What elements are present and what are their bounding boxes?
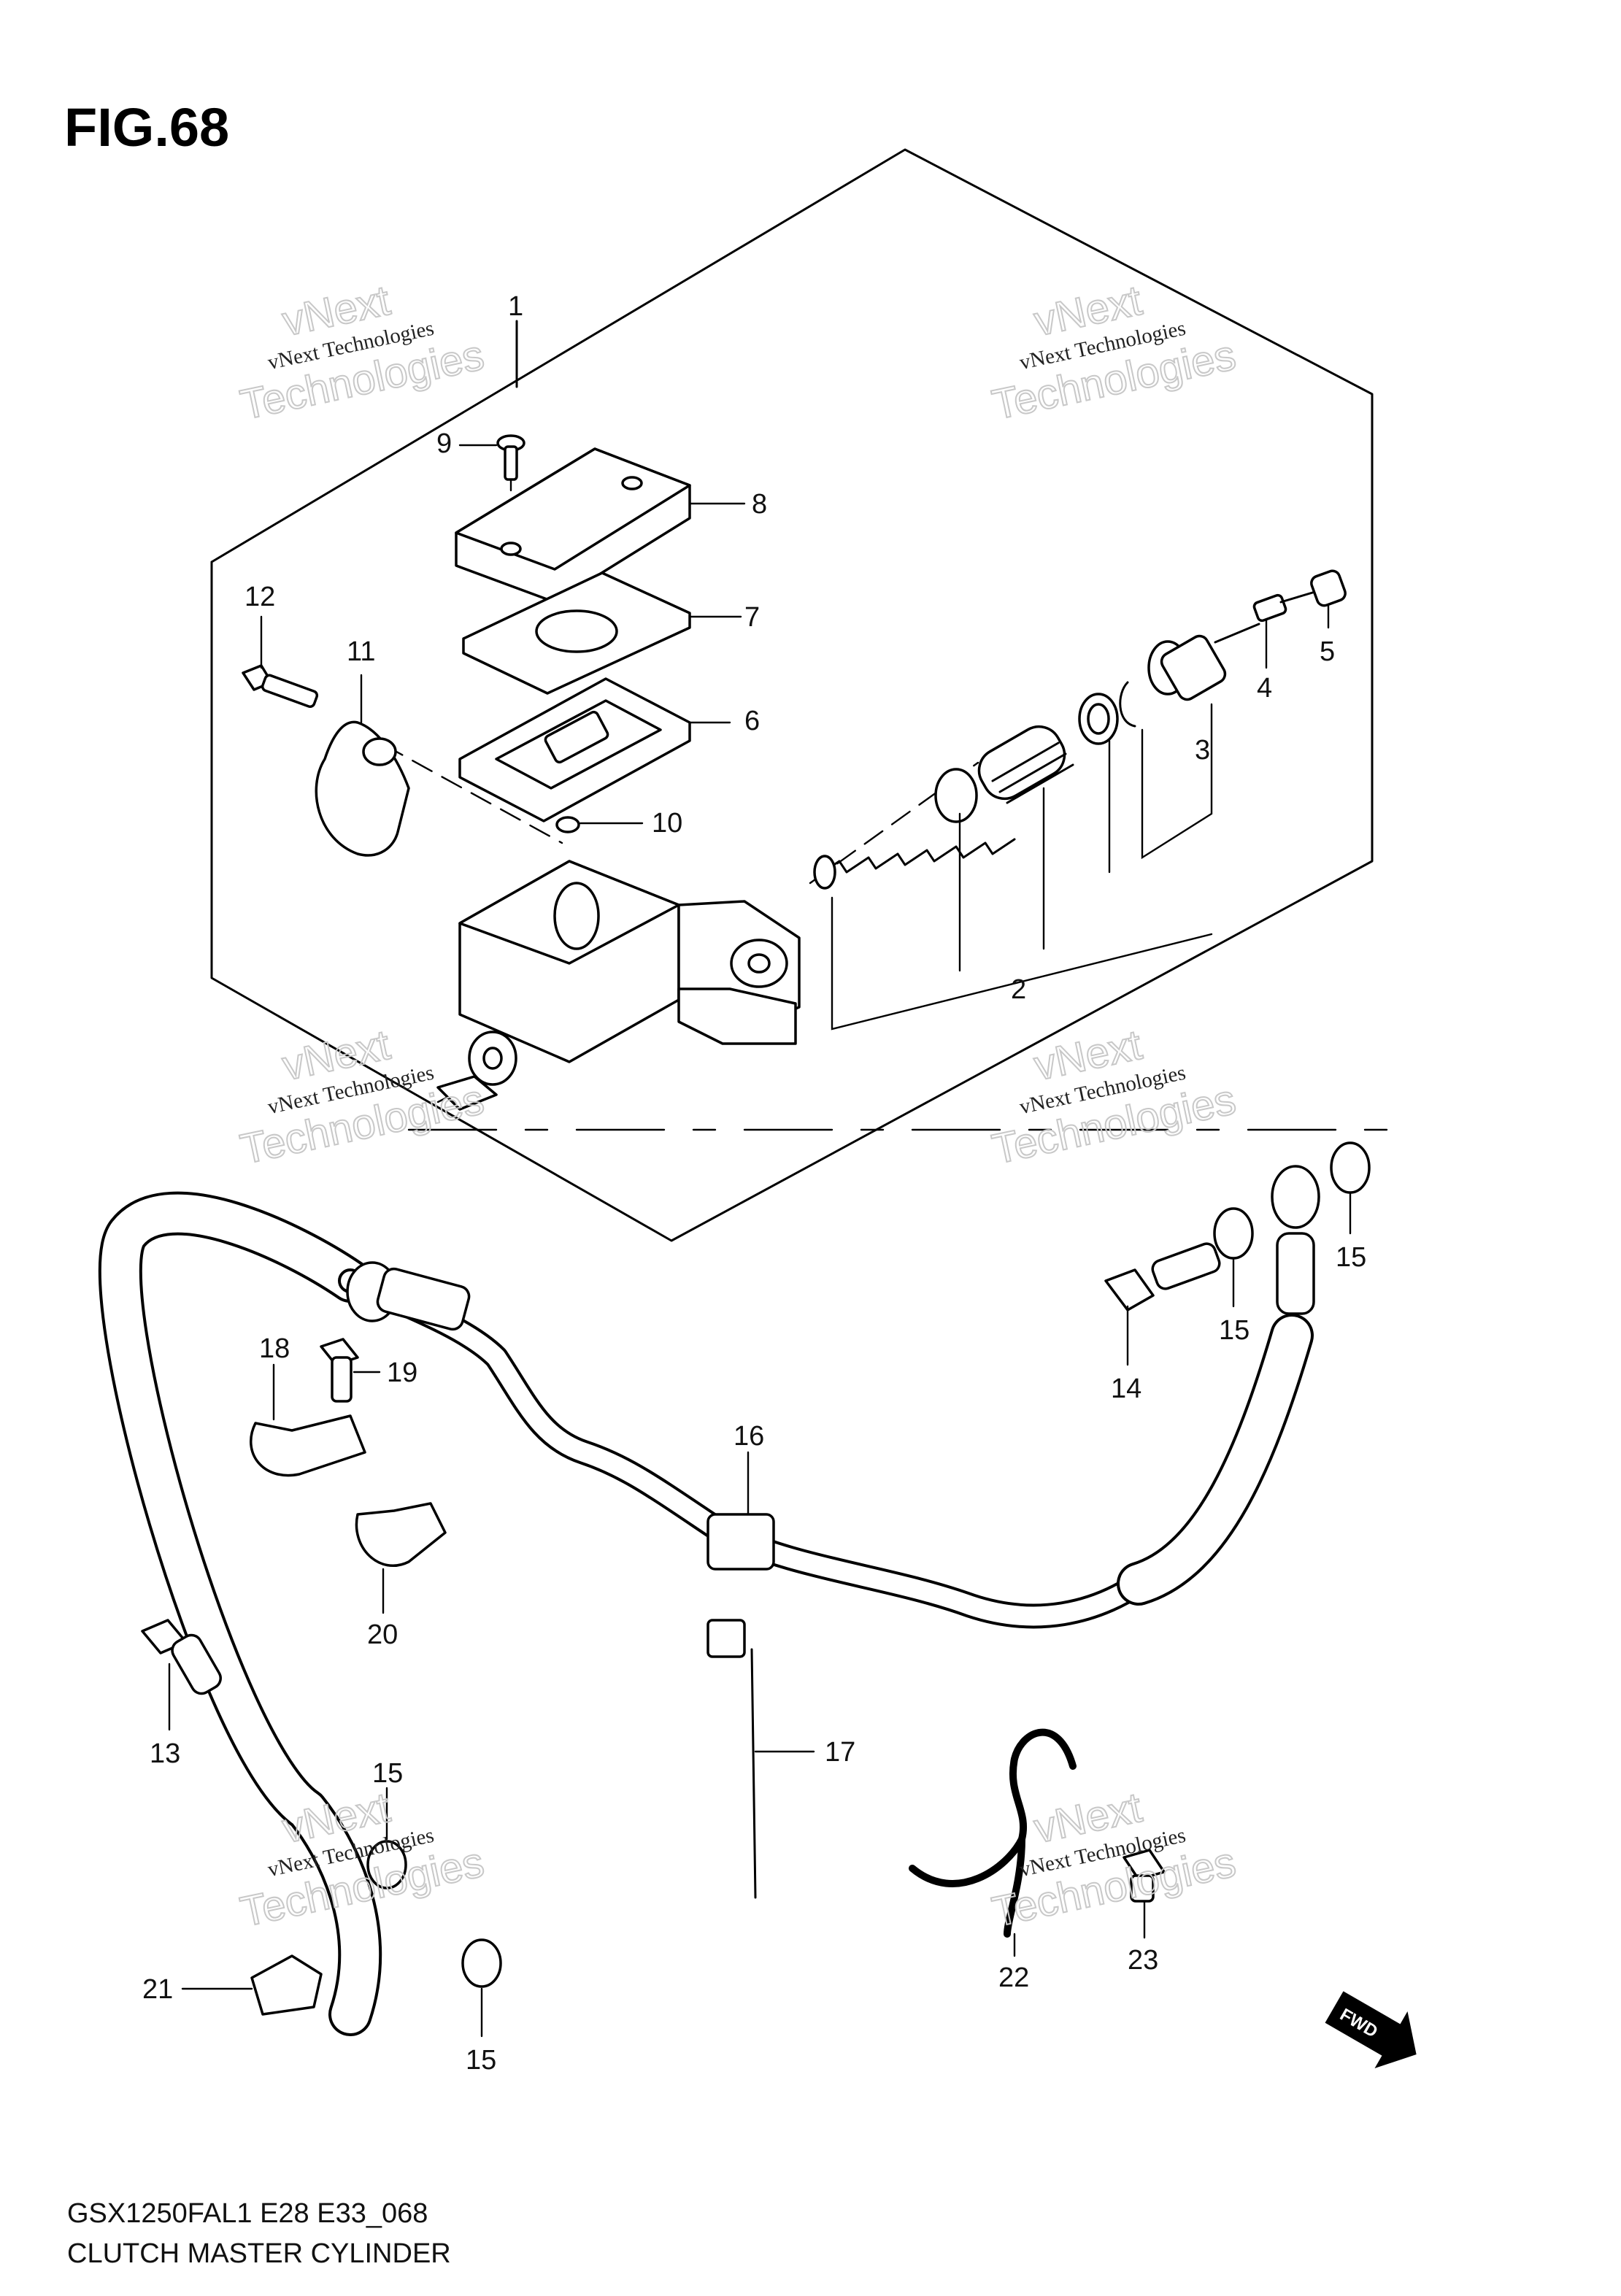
part-15-washer-1 (1213, 1207, 1254, 1260)
callout-14: 14 (1111, 1374, 1141, 1404)
part-16-hose-junction (338, 1261, 1151, 1629)
callout-11: 11 (347, 636, 375, 667)
part-8-reservoir-cap (455, 447, 691, 604)
part-12-clamp-bolt (242, 664, 319, 709)
part-6-diaphragm (458, 677, 691, 823)
callout-21: 21 (142, 1974, 173, 2005)
part-4-push-rod (1214, 590, 1319, 644)
callout-13: 13 (150, 1738, 180, 1769)
part-13-clutch-hose (98, 1191, 382, 2036)
part-5-rod-end (1310, 569, 1347, 607)
callout-12: 12 (245, 582, 275, 612)
part-15-washer-2 (1330, 1141, 1371, 1194)
callout-6: 6 (744, 706, 760, 736)
callout-9: 9 (436, 428, 452, 459)
master-cylinder-body (436, 860, 801, 1111)
watermark-2: vNext Technologies vNext Technologies (987, 276, 1241, 430)
part-2-piston-set (813, 693, 1119, 890)
part-18-clamp (250, 1414, 366, 1477)
part-21-clip (250, 1954, 323, 2016)
callout-16: 16 (734, 1421, 764, 1452)
part-15-washer-4 (461, 1938, 502, 1988)
part-22-wire-guide (909, 1728, 1077, 1938)
assembly-outline (210, 148, 1374, 1242)
part-11-handlebar-clamp (315, 720, 410, 857)
figure-caption: CLUTCH MASTER CYLINDER (67, 2238, 451, 2269)
callout-23: 23 (1128, 1945, 1158, 1976)
callout-19: 19 (387, 1357, 417, 1388)
part-14-union-bolt (1104, 1242, 1221, 1311)
callout-15-2: 15 (1336, 1242, 1366, 1273)
part-17-cable-tie (706, 1619, 757, 1899)
fwd-arrow-icon: FWD (1325, 1991, 1417, 2068)
callout-3: 3 (1195, 735, 1210, 766)
part-15-washer-3 (366, 1840, 407, 1889)
watermark-3: vNext Technologies vNext Technologies (236, 1020, 489, 1174)
part-9-screw (496, 434, 525, 481)
model-code: GSX1250FAL1 E28 E33_068 (67, 2198, 428, 2229)
callout-5: 5 (1320, 636, 1335, 667)
part-23-bolt (1123, 1849, 1166, 1903)
callout-22: 22 (998, 1962, 1029, 1993)
callout-17: 17 (825, 1737, 855, 1768)
bracket-2 (831, 896, 1213, 1030)
part-10-o-ring (555, 816, 580, 833)
callout-15-3: 15 (372, 1758, 403, 1789)
callout-20: 20 (367, 1619, 398, 1650)
part-19-bolt (320, 1338, 359, 1403)
part-3-boot-circlip (1119, 634, 1227, 728)
callout-10: 10 (652, 808, 682, 839)
callout-8: 8 (752, 489, 767, 520)
callout-15-4: 15 (466, 2045, 496, 2076)
callout-4: 4 (1257, 673, 1272, 704)
callout-18: 18 (259, 1333, 290, 1364)
part-14-hose-union (1117, 1165, 1320, 1606)
callout-1: 1 (508, 291, 523, 322)
figure-title: FIG.68 (64, 97, 229, 158)
part-13-union-bolt-lower (141, 1619, 222, 1695)
callout-2: 2 (1011, 974, 1026, 1005)
watermark-4: vNext Technologies vNext Technologies (987, 1020, 1241, 1174)
axis-line-11 (382, 743, 563, 844)
callout-7: 7 (744, 602, 760, 633)
watermark-1: vNext Technologies vNext Technologies (236, 276, 489, 430)
callout-15-1: 15 (1219, 1315, 1250, 1346)
part-20-clamp (355, 1502, 447, 1567)
part-7-diaphragm-plate (462, 571, 691, 695)
